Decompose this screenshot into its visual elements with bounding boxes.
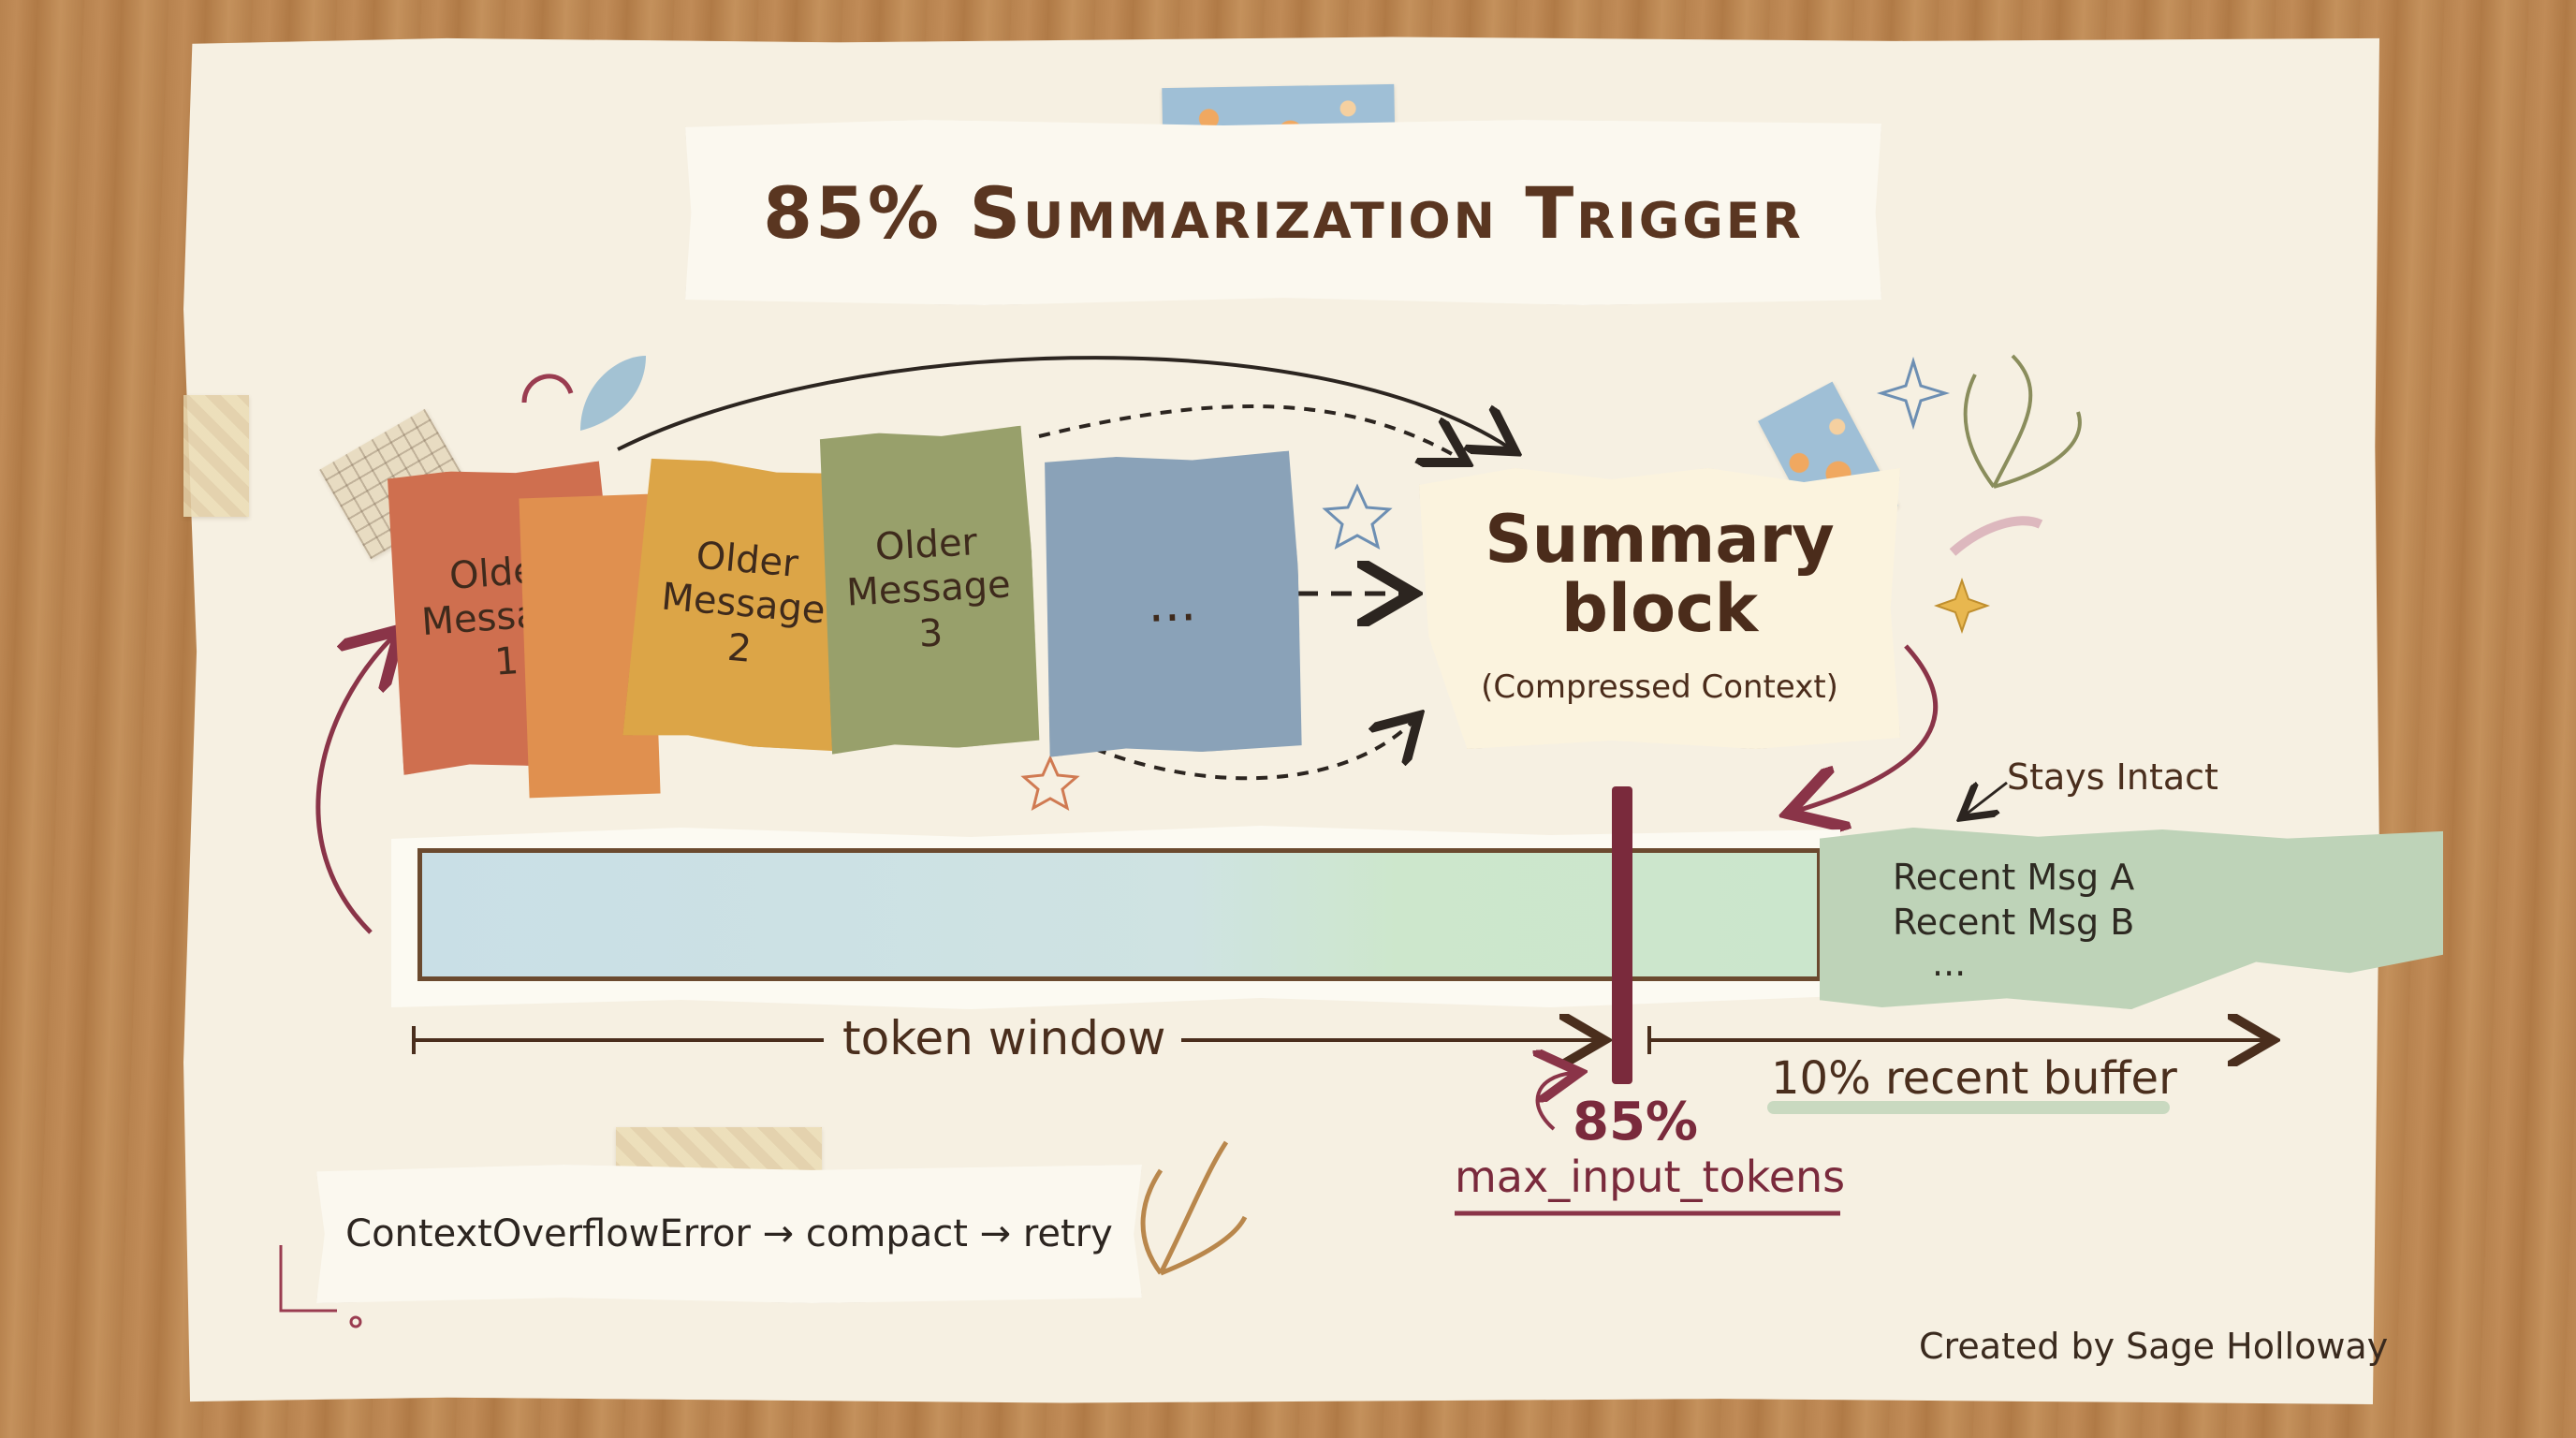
- overflow-flow-text: ContextOverflowError → compact → retry: [345, 1212, 1113, 1255]
- overflow-flow-strip: ContextOverflowError → compact → retry: [316, 1165, 1142, 1303]
- threshold-param: max_input_tokens: [1455, 1152, 1846, 1202]
- recent-msg-a: Recent Msg A: [1893, 857, 2135, 898]
- doodle-leaves-bottom: [1140, 1140, 1248, 1276]
- doodle-dot-bottom: [349, 1315, 362, 1328]
- doodle-star-bottom: [1020, 755, 1080, 811]
- doodle-star-left: [1322, 483, 1393, 550]
- recent-ellipsis: ...: [1932, 943, 1967, 984]
- doodle-brush-right: [1949, 516, 2043, 556]
- summary-block: Summary block (Compressed Context): [1419, 468, 1900, 749]
- summary-to-buffer-arrow: [1797, 644, 1939, 811]
- threshold-percent: 85%: [1573, 1092, 1699, 1152]
- doodle-leaves-right: [1963, 354, 2082, 489]
- message-card-3: Older Message 3: [815, 425, 1041, 754]
- message-card-ellipsis-label: ...: [1147, 573, 1197, 635]
- stays-intact-label: Stays Intact: [2007, 756, 2218, 798]
- message-card-2-label: Older Message 2: [659, 534, 827, 671]
- token-window-bar: [417, 848, 1822, 981]
- threshold-marker: [1612, 786, 1632, 1084]
- buffer-underline: [1767, 1101, 2170, 1114]
- summary-subtitle: (Compressed Context): [1481, 668, 1838, 706]
- feedback-arrow-left: [315, 637, 393, 934]
- credit: Created by Sage Holloway: [1919, 1326, 2389, 1367]
- doodle-star-right-blue: [1876, 356, 1951, 431]
- token-window-label: token window: [842, 1011, 1166, 1065]
- dashed-arrow-upper: [1038, 404, 1460, 459]
- summary-title: Summary block: [1485, 501, 1835, 647]
- doodle-corner-bottom: [279, 1245, 337, 1313]
- recent-msg-b: Recent Msg B: [1893, 902, 2135, 943]
- doodle-swirl-left: [521, 374, 574, 404]
- doodle-star-right-gold: [1933, 577, 1991, 635]
- dashed-arrow-lower: [1094, 721, 1413, 781]
- threshold-curl: [1538, 1073, 1573, 1131]
- arc-arrow-top: [617, 356, 1509, 449]
- title-strip: 85% Summarization Trigger: [685, 120, 1881, 305]
- message-card-ellipsis: ...: [1040, 450, 1305, 756]
- page-title: 85% Summarization Trigger: [763, 170, 1804, 255]
- stays-intact-arrow: [1966, 781, 2008, 814]
- buffer-label: 10% recent buffer: [1771, 1052, 2177, 1105]
- tape-left-edge: [183, 395, 249, 517]
- doodle-leaf-left: [580, 356, 646, 431]
- message-card-3-label: Older Message 3: [845, 521, 1012, 656]
